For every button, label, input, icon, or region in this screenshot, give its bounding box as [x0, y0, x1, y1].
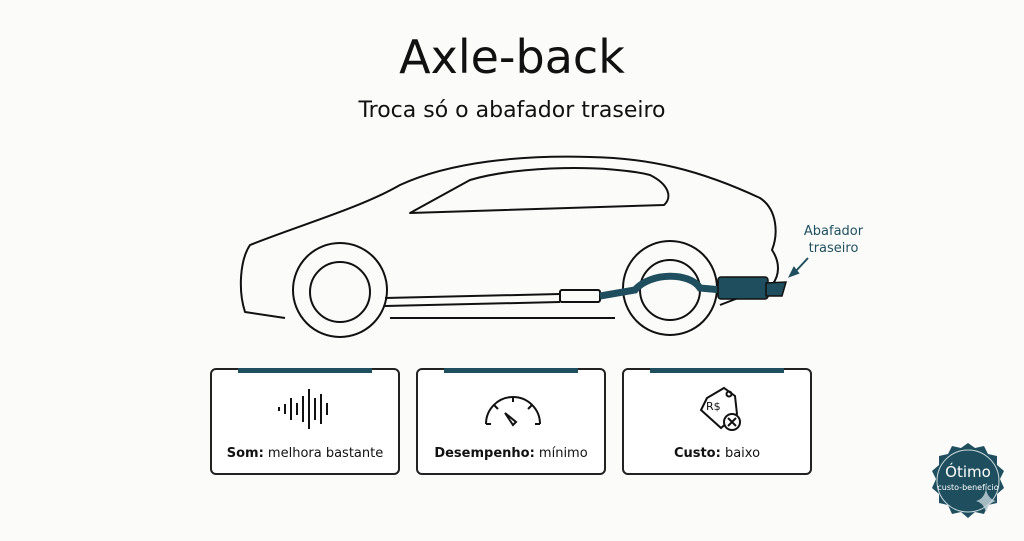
speedometer-icon [485, 396, 541, 427]
page-subtitle: Troca só o abafador traseiro [358, 98, 666, 123]
card-key: Custo: [673, 446, 721, 461]
seal-icon [932, 443, 1004, 518]
car-window [409, 167, 670, 214]
price-tag-icon: R$ [699, 386, 741, 431]
mid-resonator [559, 289, 601, 303]
card-value: mínimo [534, 446, 588, 461]
front-wheel [309, 261, 371, 323]
car-body-outline [239, 155, 779, 319]
badge-title: Ótimo [945, 463, 991, 481]
performance-text: Desempenho: mínimo [418, 446, 604, 461]
exhaust-pipe [384, 292, 626, 307]
rear-wheel [639, 259, 701, 321]
car-diagram [239, 155, 809, 338]
muffler-tip [765, 281, 788, 297]
badge-subtitle: custo-benefício [937, 483, 999, 492]
card-accent-bar [444, 368, 578, 373]
callout-arrow-icon [787, 257, 809, 278]
page-title: Axle-back [399, 30, 625, 84]
cost-card: R$ Custo: baixo [622, 368, 812, 475]
value-badge: Ótimo custo-benefício [928, 441, 1008, 521]
rear-muffler [717, 276, 769, 300]
card-value: baixo [720, 446, 761, 461]
performance-card: Desempenho: mínimo [416, 368, 606, 475]
card-key: Desempenho: [434, 446, 535, 461]
sound-text: Som: melhora bastante [212, 446, 398, 461]
axle-back-pipe [599, 272, 723, 300]
front-wheel-arch [292, 242, 388, 338]
sound-wave-icon [278, 389, 328, 429]
card-value: melhora bastante [263, 446, 384, 461]
svg-text:R$: R$ [706, 400, 721, 413]
sound-card: Som: melhora bastante [210, 368, 400, 475]
card-accent-bar [650, 368, 784, 373]
card-key: Som: [226, 446, 264, 461]
muffler-callout-label: Abafador traseiro [803, 224, 864, 256]
cost-text: Custo: baixo [624, 446, 810, 461]
card-accent-bar [238, 368, 372, 373]
